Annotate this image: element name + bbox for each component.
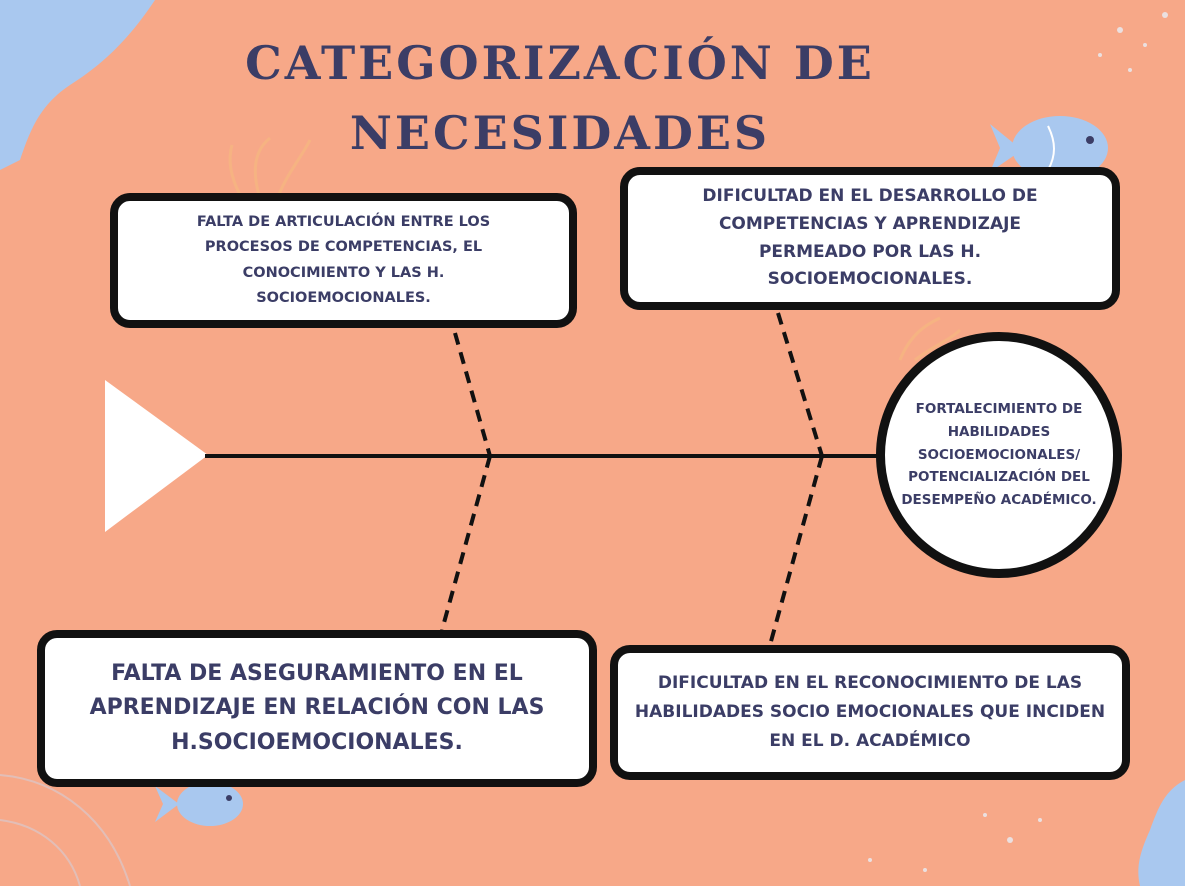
cause-box-top-right: DIFICULTAD EN EL DESARROLLO DE COMPETENC… xyxy=(620,167,1120,310)
leaf-decoration xyxy=(898,316,962,362)
branch-bottom-left xyxy=(440,455,492,631)
cause-box-top-left: FALTA DE ARTICULACIÓN ENTRE LOS PROCESOS… xyxy=(110,193,577,328)
cause-text: DIFICULTAD EN EL DESARROLLO DE COMPETENC… xyxy=(702,186,1038,290)
cause-text: FALTA DE ARTICULACIÓN ENTRE LOS PROCESOS… xyxy=(196,213,491,306)
cause-box-bottom-right: DIFICULTAD EN EL RECONOCIMIENTO DE LAS H… xyxy=(610,645,1130,780)
title-line-2: NECESIDADES xyxy=(349,106,771,160)
fish-icon xyxy=(155,782,243,826)
decorative-arcs xyxy=(0,774,131,886)
fish-icon xyxy=(990,116,1108,180)
effect-text: FORTALECIMIENTO DE HABILIDADES SOCIOEMOC… xyxy=(901,400,1097,509)
corner-blob-bottom-right xyxy=(1138,780,1185,886)
branch-top-right xyxy=(776,312,824,457)
branch-top-left xyxy=(453,332,492,457)
arrow-head xyxy=(105,380,208,532)
decorative-dots xyxy=(868,12,1168,872)
corner-blob-top-left xyxy=(0,0,155,170)
cause-text: DIFICULTAD EN EL RECONOCIMIENTO DE LAS H… xyxy=(634,673,1106,751)
branch-bottom-right xyxy=(768,455,824,646)
cause-box-bottom-left: FALTA DE ASEGURAMIENTO EN EL APRENDIZAJE… xyxy=(37,630,597,787)
effect-circle: FORTALECIMIENTO DE HABILIDADES SOCIOEMOC… xyxy=(876,332,1122,578)
cause-text: FALTA DE ASEGURAMIENTO EN EL APRENDIZAJE… xyxy=(89,661,545,755)
title-line-1: CATEGORIZACIÓN DE xyxy=(245,36,875,90)
